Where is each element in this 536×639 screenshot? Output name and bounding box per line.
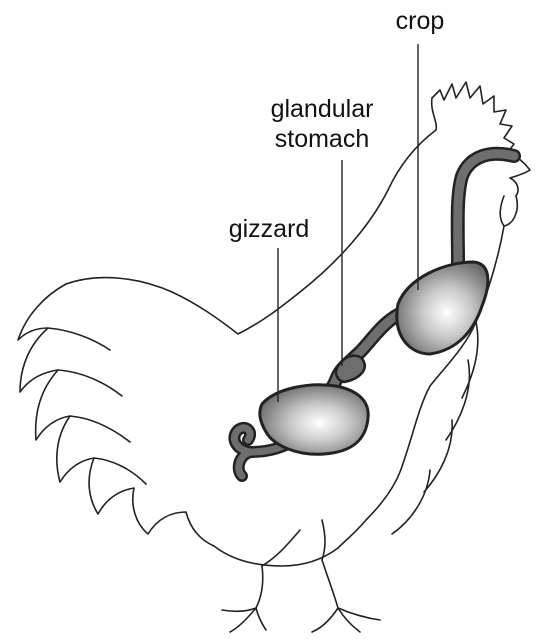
rooster-tail [18,284,214,546]
rooster-wattle [500,196,517,226]
glandular-label-line-1: glandular [258,94,386,124]
rooster-thigh [262,520,325,566]
glandular-stomach-organ [336,356,365,382]
rooster-right-leg [312,560,380,632]
crop-label: crop [385,6,455,36]
rooster-left-leg [222,566,266,632]
rooster-tail-detail [48,328,146,484]
crop-organ [397,262,488,354]
glandular-label-line-2: stomach [258,124,386,154]
glandular-stomach-label: glandular stomach [258,94,386,154]
digestive-tract [234,154,514,476]
gizzard-organ [260,385,368,454]
rooster-comb [432,82,514,152]
gizzard-label: gizzard [214,214,324,244]
rooster-outline [18,82,530,632]
